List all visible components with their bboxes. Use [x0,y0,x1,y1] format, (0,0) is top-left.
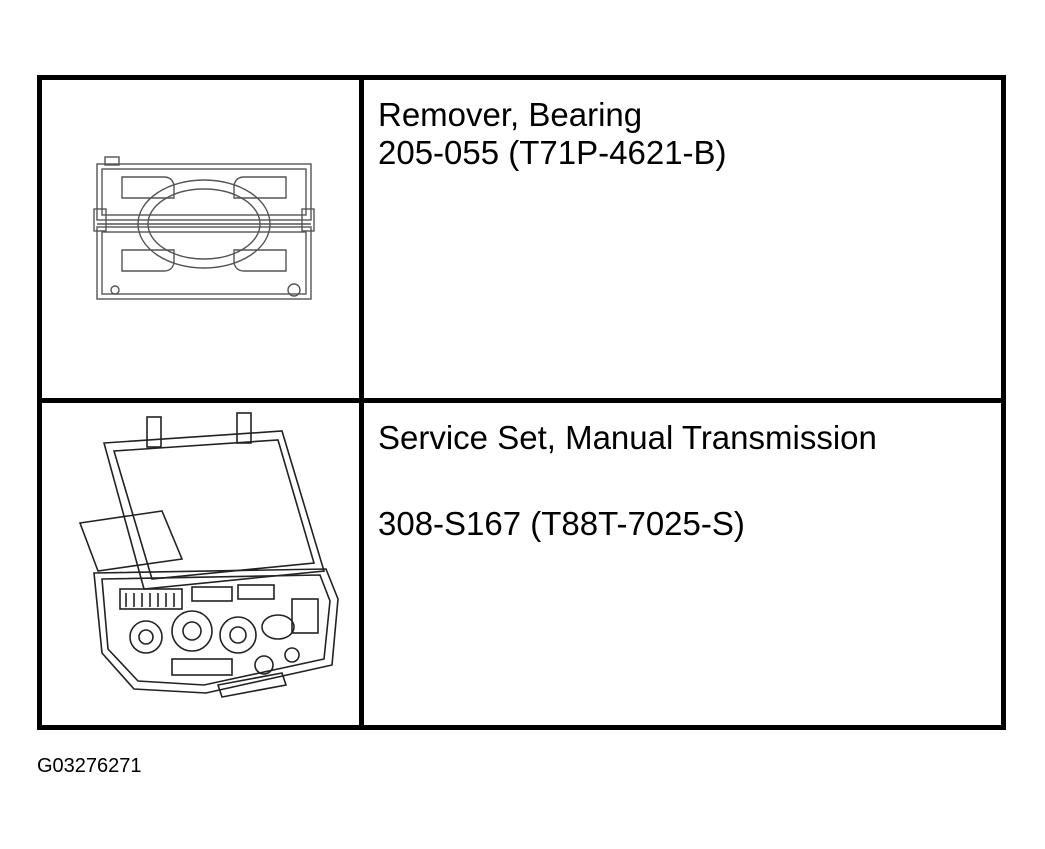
tool-part-number: 308-S167 (T88T-7025-S) [378,505,745,542]
tool-name: Remover, Bearing [378,96,643,133]
tool-description-cell: Remover, Bearing 205-055 (T71P-4621-B) [364,80,1001,398]
special-tools-table: Remover, Bearing 205-055 (T71P-4621-B) [37,75,1006,730]
tool-row-service-set: Service Set, Manual Transmission 308-S16… [42,403,1001,725]
tool-row-bearing-remover: Remover, Bearing 205-055 (T71P-4621-B) [42,80,1001,403]
tool-illustration-cell [42,403,364,725]
tool-description-cell: Service Set, Manual Transmission 308-S16… [364,403,1001,725]
tool-illustration-cell [42,80,364,398]
figure-id-label: G03276271 [37,755,142,777]
bearing-remover-illustration [93,156,315,300]
service-set-case-illustration [78,412,339,698]
tool-part-number: 205-055 (T71P-4621-B) [378,134,727,171]
tool-name: Service Set, Manual Transmission [378,419,877,456]
